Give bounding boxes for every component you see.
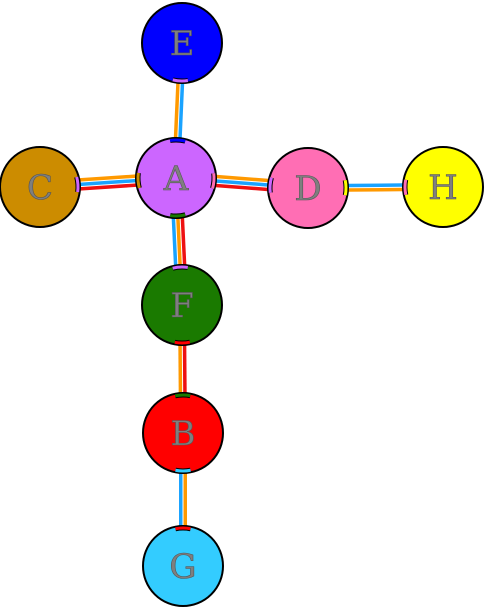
port-cap [75,176,80,193]
edge-strand [176,217,182,266]
edge-strand [79,178,137,187]
port-cap [169,213,186,218]
edge-strand [173,82,180,139]
edge-strand [215,183,268,192]
port-cap [174,340,191,345]
edge-B-G [179,473,187,526]
node-label: H [428,168,458,208]
node-C[interactable]: C [0,146,81,228]
node-label: B [171,414,196,454]
node-A[interactable]: A [135,137,217,219]
port-cap [175,526,191,531]
port-cap [174,393,191,398]
edges-layer [79,82,404,526]
edge-F-B [178,344,187,394]
node-G[interactable]: G [142,525,224,607]
node-label: F [170,286,194,326]
edge-A-C [79,174,137,191]
node-label: G [169,547,196,587]
port-cap [169,138,186,143]
node-D[interactable]: D [267,147,349,229]
edge-A-D [215,174,269,192]
edge-A-F [171,217,187,266]
port-cap [172,265,189,270]
edge-strand [79,174,136,182]
node-E[interactable]: E [141,2,223,84]
edge-strand [178,82,185,139]
edge-A-E [173,82,185,139]
node-label: E [170,24,195,64]
port-cap [136,172,141,189]
node-H[interactable]: H [402,146,484,228]
edge-strand [180,217,187,265]
edge-strand [80,183,137,191]
port-cap [211,173,216,189]
node-B[interactable]: B [142,392,224,474]
port-cap [172,78,189,83]
port-cap [343,179,348,196]
port-cap [403,179,408,196]
edge-D-H [347,183,404,192]
node-label: D [294,169,321,209]
edge-strand [216,174,269,183]
node-F[interactable]: F [141,264,223,346]
node-label: C [27,168,53,208]
edge-strand [171,218,178,266]
port-cap [268,177,273,193]
port-cap [175,468,191,473]
node-label: A [163,159,189,199]
edge-strand [215,179,269,187]
